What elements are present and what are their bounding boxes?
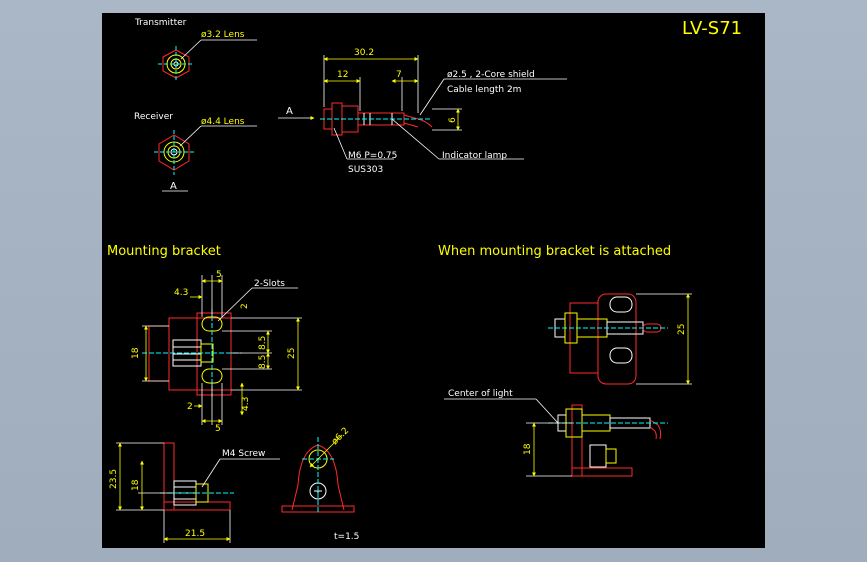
dim-5-top: 5: [216, 270, 222, 280]
hole-label: ø6.2: [330, 426, 351, 447]
indicator-label: Indicator lamp: [442, 151, 507, 161]
hole-leader: [309, 434, 343, 468]
cable-spec: ø2.5 , 2-Core shield: [447, 70, 535, 80]
bracket-side-view: [160, 442, 234, 511]
view-marker: A: [170, 181, 177, 192]
sensor-side-view: [320, 102, 433, 136]
dim-7: 7: [396, 70, 402, 80]
attached-dim-18: 18: [523, 443, 533, 455]
receiver-label: Receiver: [134, 112, 173, 122]
dim-8-5-a: 8.5: [258, 336, 268, 350]
dim-23-5: 23.5: [109, 469, 119, 489]
thickness-label: t=1.5: [334, 532, 359, 542]
dim-4-3-bottom: 4.3: [241, 397, 251, 411]
cable-length: Cable length 2m: [447, 85, 521, 95]
attached-heading: When mounting bracket is attached: [438, 244, 671, 259]
screw-label: M4 Screw: [222, 449, 265, 459]
dim-18-side: 18: [131, 479, 141, 491]
dim-2-bottom: 2: [187, 402, 193, 412]
drawing-sheet[interactable]: LV-S71 Transmitter ø3.2 Lens Receiver ø4…: [102, 13, 765, 548]
transmitter-view: [158, 46, 194, 82]
screw-leader: [201, 458, 221, 488]
receiver-lens-leader: [179, 125, 202, 147]
slots-label: 2-Slots: [254, 279, 285, 289]
cad-drawing: LV-S71 Transmitter ø3.2 Lens Receiver ø4…: [107, 18, 742, 543]
bracket-front-dims: [142, 275, 302, 425]
cable-leader: [419, 78, 445, 116]
material: SUS303: [348, 165, 383, 175]
attached-top-dims: [636, 293, 692, 385]
center-light-leader-diag: [535, 398, 559, 424]
thread-leader: [333, 127, 348, 160]
attached-side-view: [548, 404, 668, 477]
dim-25: 25: [287, 348, 297, 359]
thread-spec: M6 P=0.75: [348, 151, 397, 161]
dim-2-top: 2: [240, 303, 250, 309]
dim-8-5-b: 8.5: [258, 355, 268, 369]
dim-12: 12: [337, 70, 348, 80]
attached-top-view: [548, 293, 668, 385]
receiver-view: [154, 130, 194, 175]
dim-4-3-top: 4.3: [174, 288, 188, 298]
section-marker: A: [286, 106, 293, 117]
bracket-front-view: [142, 309, 242, 397]
bracket-heading: Mounting bracket: [107, 244, 221, 259]
slots-leader: [217, 287, 253, 322]
dim-total: 30.2: [354, 48, 374, 58]
dim-18: 18: [131, 347, 141, 359]
transmitter-label: Transmitter: [134, 18, 187, 28]
indicator-leader: [391, 118, 440, 160]
center-of-light-label: Center of light: [448, 389, 513, 399]
transmitter-lens-label: ø3.2 Lens: [201, 30, 245, 40]
bracket-end-view: [281, 437, 355, 513]
attached-dim-25: 25: [677, 324, 687, 335]
dim-5-bottom: 5: [215, 424, 221, 434]
receiver-lens-label: ø4.4 Lens: [201, 117, 245, 127]
dim-21-5: 21.5: [185, 529, 205, 539]
transmitter-lens-leader: [180, 39, 202, 60]
drawing-title: LV-S71: [682, 18, 742, 39]
dim-6: 6: [448, 117, 458, 123]
